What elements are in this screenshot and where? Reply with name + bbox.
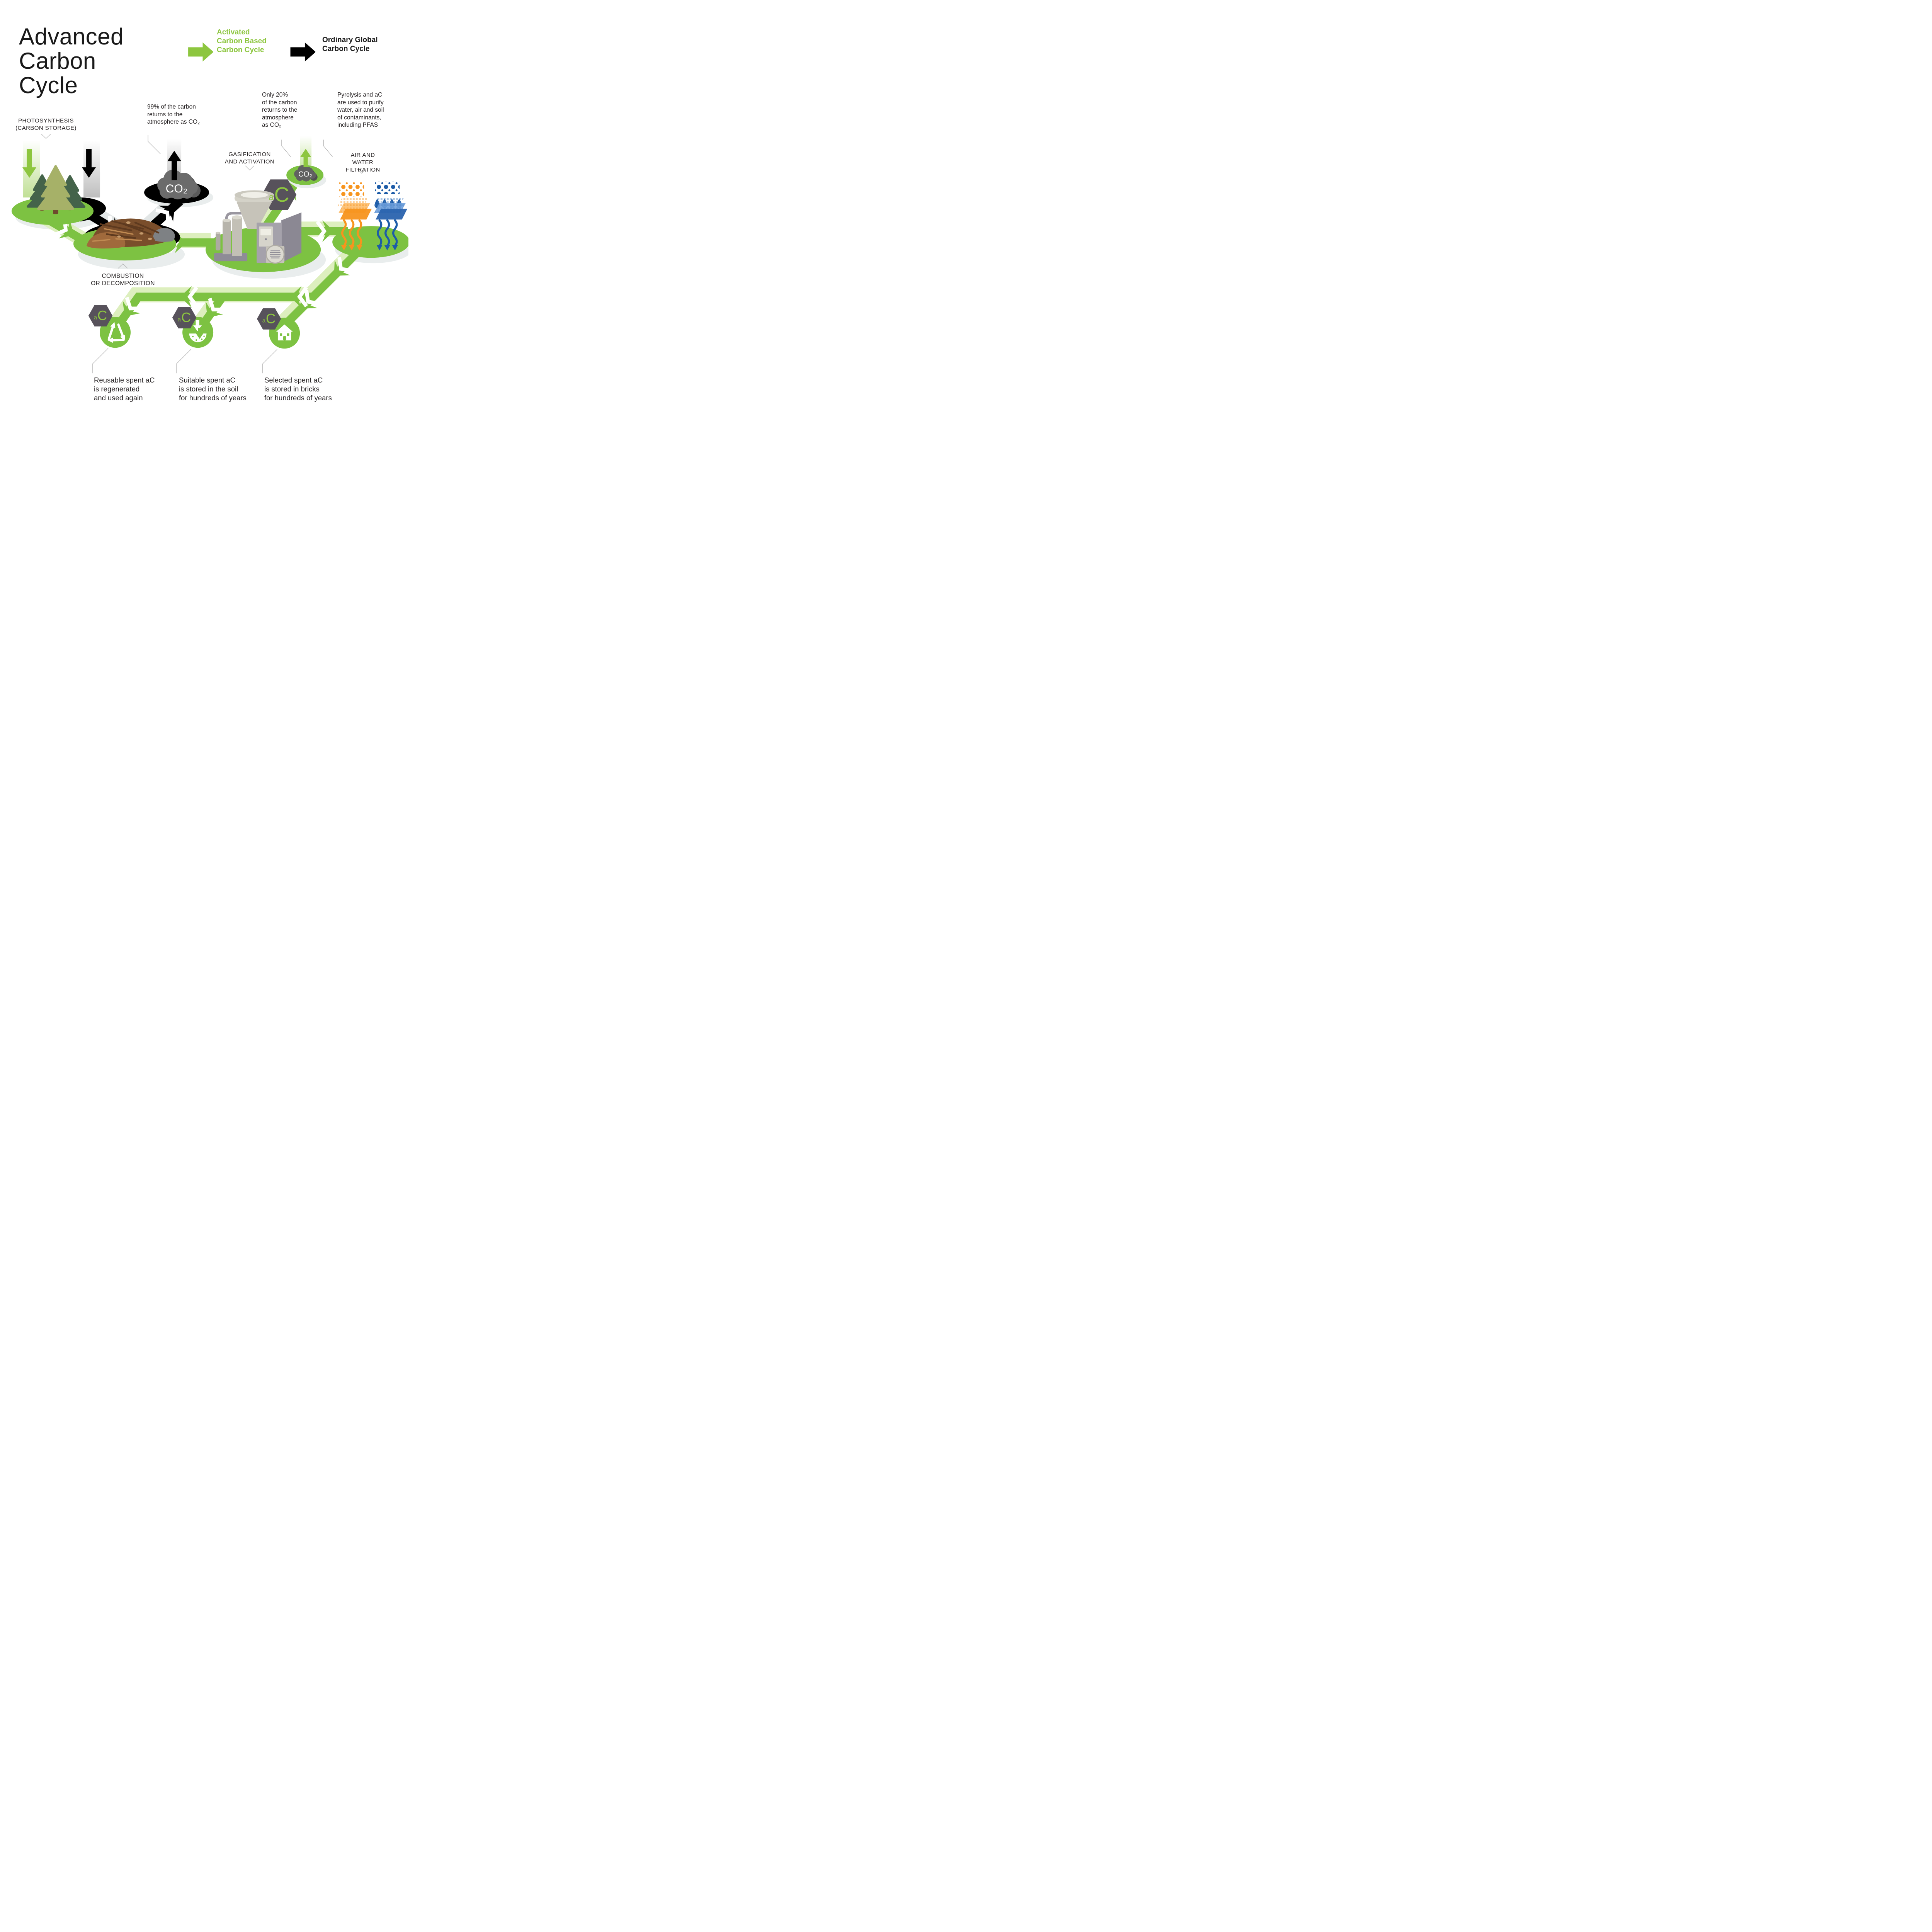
callout-lines (41, 134, 367, 374)
biomass-pile (87, 218, 175, 249)
ac-badge-c: C (97, 308, 107, 323)
co2-small-text: CO₂ (298, 170, 312, 179)
outcome-soil-text: Suitable spent aC is stored in the soil … (179, 376, 247, 402)
ac-badge-a: a (262, 317, 266, 324)
annotation-pyrolysis: Pyrolysis and aC are used to purify wate… (337, 92, 384, 129)
green-down-arrow (22, 149, 37, 178)
legend-activated-label: Activated Carbon Based Carbon Cycle (217, 28, 267, 54)
annotation-carbon20: Only 20% of the carbon returns to the at… (262, 92, 298, 129)
water-filter-illustration (372, 182, 408, 251)
ac-badge-c: C (181, 310, 191, 325)
recycle-icon (107, 322, 126, 343)
soil-storage-icon (189, 320, 207, 344)
gasification-machine (214, 190, 302, 264)
infographic-advanced-carbon-cycle: Advanced Carbon Cycle Activated Carbon B… (0, 0, 408, 408)
air-filter-illustration (337, 182, 372, 251)
filtration-label: AIR AND WATER FILTRATION (345, 152, 380, 173)
annotation-carbon99: 99% of the carbon returns to the atmosph… (147, 104, 200, 126)
green-up-arrow (300, 149, 311, 167)
legend-ordinary-arrow-icon (290, 42, 316, 62)
house-icon (276, 324, 293, 341)
gasification-label: GASIFICATION AND ACTIVATION (224, 151, 275, 165)
ac-badge-a: a (94, 314, 97, 321)
ac-badge-c: C (274, 183, 289, 206)
diagram-artwork (12, 42, 408, 374)
co2-cloud-large (157, 170, 201, 200)
black-down-arrow (82, 149, 96, 178)
page-title: Advanced Carbon Cycle (19, 24, 124, 98)
combustion-label: COMBUSTION OR DECOMPOSITION (91, 273, 155, 287)
ac-badge-a: a (177, 316, 181, 323)
outcome-recycle-text: Reusable spent aC is regenerated and use… (94, 376, 155, 402)
co2-cloud-small (294, 165, 318, 182)
legend-activated-arrow-icon (188, 42, 214, 62)
pine-trees (27, 165, 86, 214)
photosynthesis-label: PHOTOSYNTHESIS (CARBON STORAGE) (15, 117, 77, 131)
legend-ordinary-label: Ordinary Global Carbon Cycle (322, 36, 378, 53)
black-up-arrow (167, 151, 182, 180)
ac-badge-a: a (269, 192, 274, 202)
outcome-bricks-text: Selected spent aC is stored in bricks fo… (264, 376, 332, 402)
co2-large-text: CO₂ (165, 182, 188, 195)
ac-badge-c: C (266, 311, 276, 327)
